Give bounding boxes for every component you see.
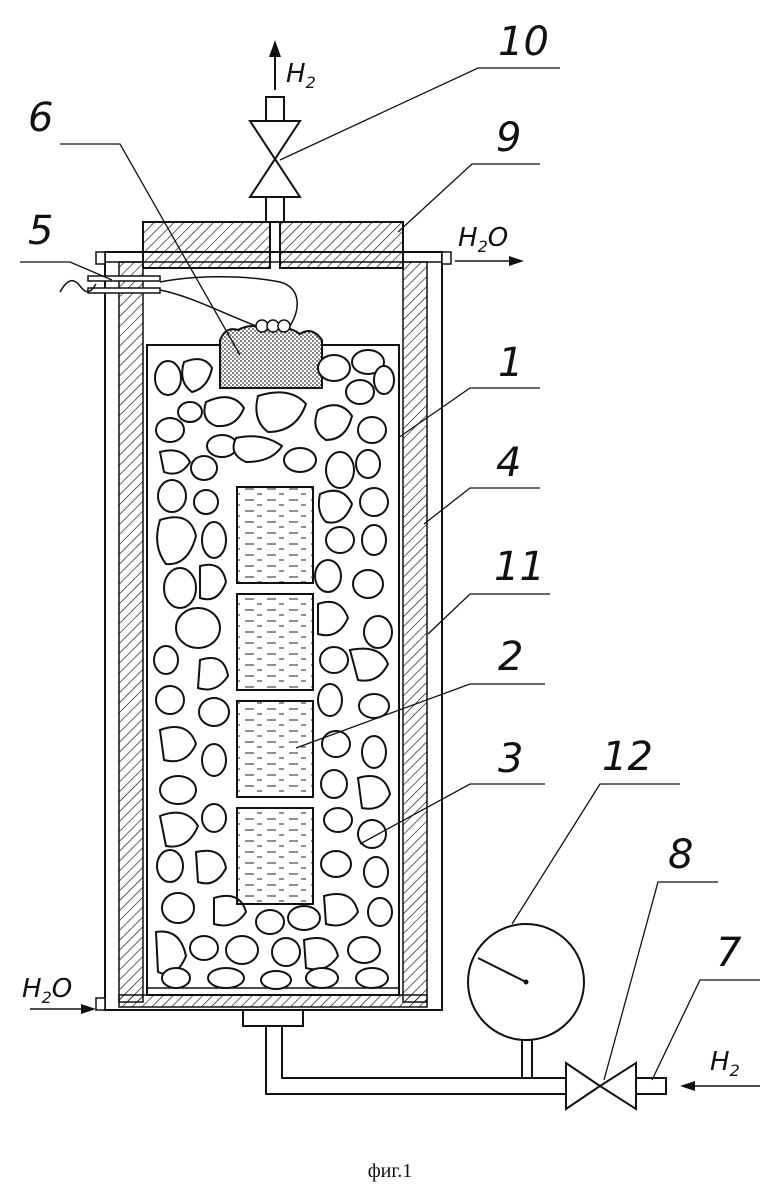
flow-label-h2-inlet: H2 bbox=[710, 1047, 740, 1080]
callout-9: 9 bbox=[496, 115, 521, 161]
callout-10: 10 bbox=[498, 19, 549, 65]
callout-3: 3 bbox=[498, 736, 523, 782]
lid bbox=[143, 222, 403, 268]
callout-5: 5 bbox=[28, 208, 53, 254]
callout-6: 6 bbox=[28, 95, 53, 141]
callout-7: 7 bbox=[716, 930, 742, 976]
callout-2: 2 bbox=[498, 634, 523, 680]
callout-4: 4 bbox=[496, 440, 521, 486]
callout-12: 12 bbox=[602, 734, 653, 780]
callout-11: 11 bbox=[494, 544, 545, 590]
flow-label-h2o-outlet: H2O bbox=[458, 223, 508, 256]
inlet-line bbox=[243, 1010, 666, 1094]
pressure-gauge bbox=[468, 924, 584, 1040]
callout-1: 1 bbox=[498, 340, 523, 386]
inlet-valve bbox=[566, 1063, 636, 1109]
callout-8: 8 bbox=[668, 832, 693, 878]
figure-caption: фиг.1 bbox=[0, 1160, 780, 1183]
flow-label-h2-top: H2 bbox=[286, 59, 316, 92]
flow-label-h2o-inlet: H2O bbox=[22, 974, 72, 1007]
